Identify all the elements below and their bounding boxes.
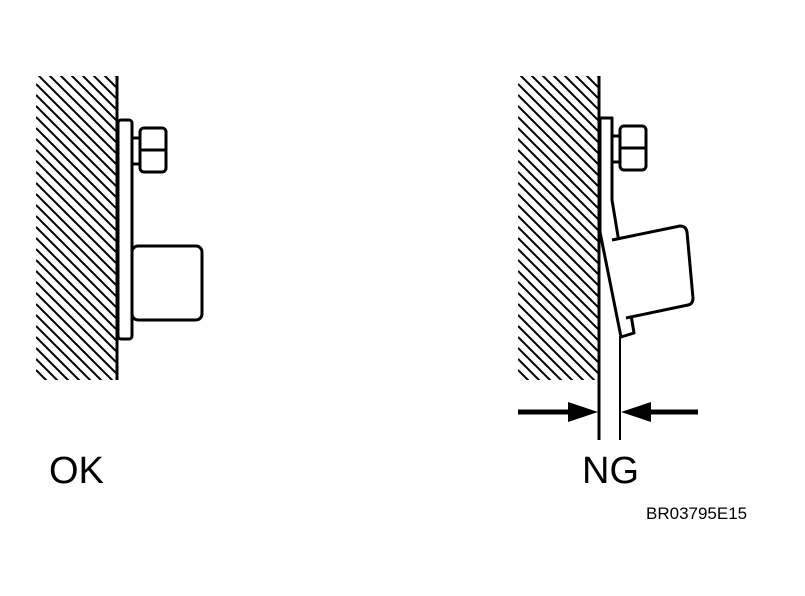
hatch-line <box>36 292 116 374</box>
ng-wall-hatching <box>518 76 598 380</box>
hatch-line <box>36 259 116 341</box>
ok-bolt-icon <box>130 126 168 174</box>
hatch-line <box>36 149 116 231</box>
hatch-line <box>518 193 598 275</box>
hatch-line <box>36 138 116 220</box>
hatch-line <box>36 303 114 380</box>
ok-label: OK <box>49 450 104 492</box>
hatch-line <box>518 171 598 253</box>
left-pointing-arrowhead-icon <box>621 402 651 422</box>
hatch-line <box>518 358 541 380</box>
hatch-line <box>48 76 116 143</box>
hatch-line <box>518 314 585 380</box>
hatch-line <box>518 182 598 264</box>
hatch-line <box>552 76 598 121</box>
hatch-line <box>563 76 598 110</box>
hatch-line <box>518 149 598 231</box>
hatch-line <box>36 204 116 286</box>
hatch-line <box>36 94 116 176</box>
hatch-line <box>36 281 116 363</box>
hatch-line <box>36 171 116 253</box>
hatch-line <box>518 215 598 297</box>
hatch-line <box>36 105 116 187</box>
hatch-line <box>37 76 116 154</box>
hatch-line <box>36 336 81 380</box>
hatch-line <box>36 270 116 352</box>
hatch-line <box>518 204 598 286</box>
hatch-line <box>518 281 598 363</box>
hatch-line <box>59 76 116 132</box>
hatch-line <box>518 270 598 352</box>
hatch-line <box>70 76 116 121</box>
hatch-line <box>585 76 598 88</box>
ng-gap-arrows <box>518 402 698 422</box>
hatch-line <box>541 76 598 132</box>
hatch-line <box>36 314 103 380</box>
hatch-line <box>518 226 598 308</box>
ng-view <box>518 76 698 440</box>
ok-view <box>36 76 204 380</box>
hatch-line <box>36 127 116 209</box>
hatch-line <box>518 83 598 165</box>
hatch-line <box>36 226 116 308</box>
hatch-line <box>518 160 598 242</box>
hatch-line <box>518 303 596 380</box>
hatch-line <box>36 83 116 165</box>
hatch-line <box>36 193 116 275</box>
hatch-line <box>36 347 70 380</box>
hatch-line <box>114 76 116 77</box>
figure-code: BR03795E15 <box>646 504 748 523</box>
hatch-line <box>36 369 48 380</box>
hatch-line <box>519 76 598 154</box>
hatch-line <box>36 182 116 264</box>
hatch-line <box>36 215 116 297</box>
hatch-line <box>36 358 59 380</box>
hatch-line <box>81 76 116 110</box>
hatch-line <box>574 76 598 99</box>
hatch-line <box>518 237 598 319</box>
hatch-line <box>518 248 598 330</box>
hatch-line <box>530 76 598 143</box>
hatch-line <box>518 127 598 209</box>
hatch-line <box>518 347 552 380</box>
ng-bolt-icon <box>610 124 648 172</box>
right-pointing-arrowhead-icon <box>568 402 598 422</box>
hatch-line <box>103 76 116 88</box>
hatch-line <box>518 292 598 374</box>
hatch-line <box>92 76 116 99</box>
hatch-line <box>518 94 598 176</box>
ng-label: NG <box>582 450 639 492</box>
ok-component-body <box>130 244 204 322</box>
hatch-line <box>36 248 116 330</box>
hatch-line <box>518 138 598 220</box>
ok-wall-hatching <box>36 76 116 380</box>
ng-component-body <box>611 224 695 320</box>
ok-mounting-plate <box>116 118 134 341</box>
hatch-line <box>36 116 116 198</box>
hatch-line <box>36 325 92 380</box>
hatch-line <box>518 336 563 380</box>
hatch-line <box>36 237 116 319</box>
hatch-line <box>36 160 116 242</box>
hatch-line <box>518 325 574 380</box>
hatch-line <box>518 105 598 187</box>
hatch-line <box>596 76 598 77</box>
hatch-line <box>518 259 598 341</box>
hatch-line <box>518 116 598 198</box>
